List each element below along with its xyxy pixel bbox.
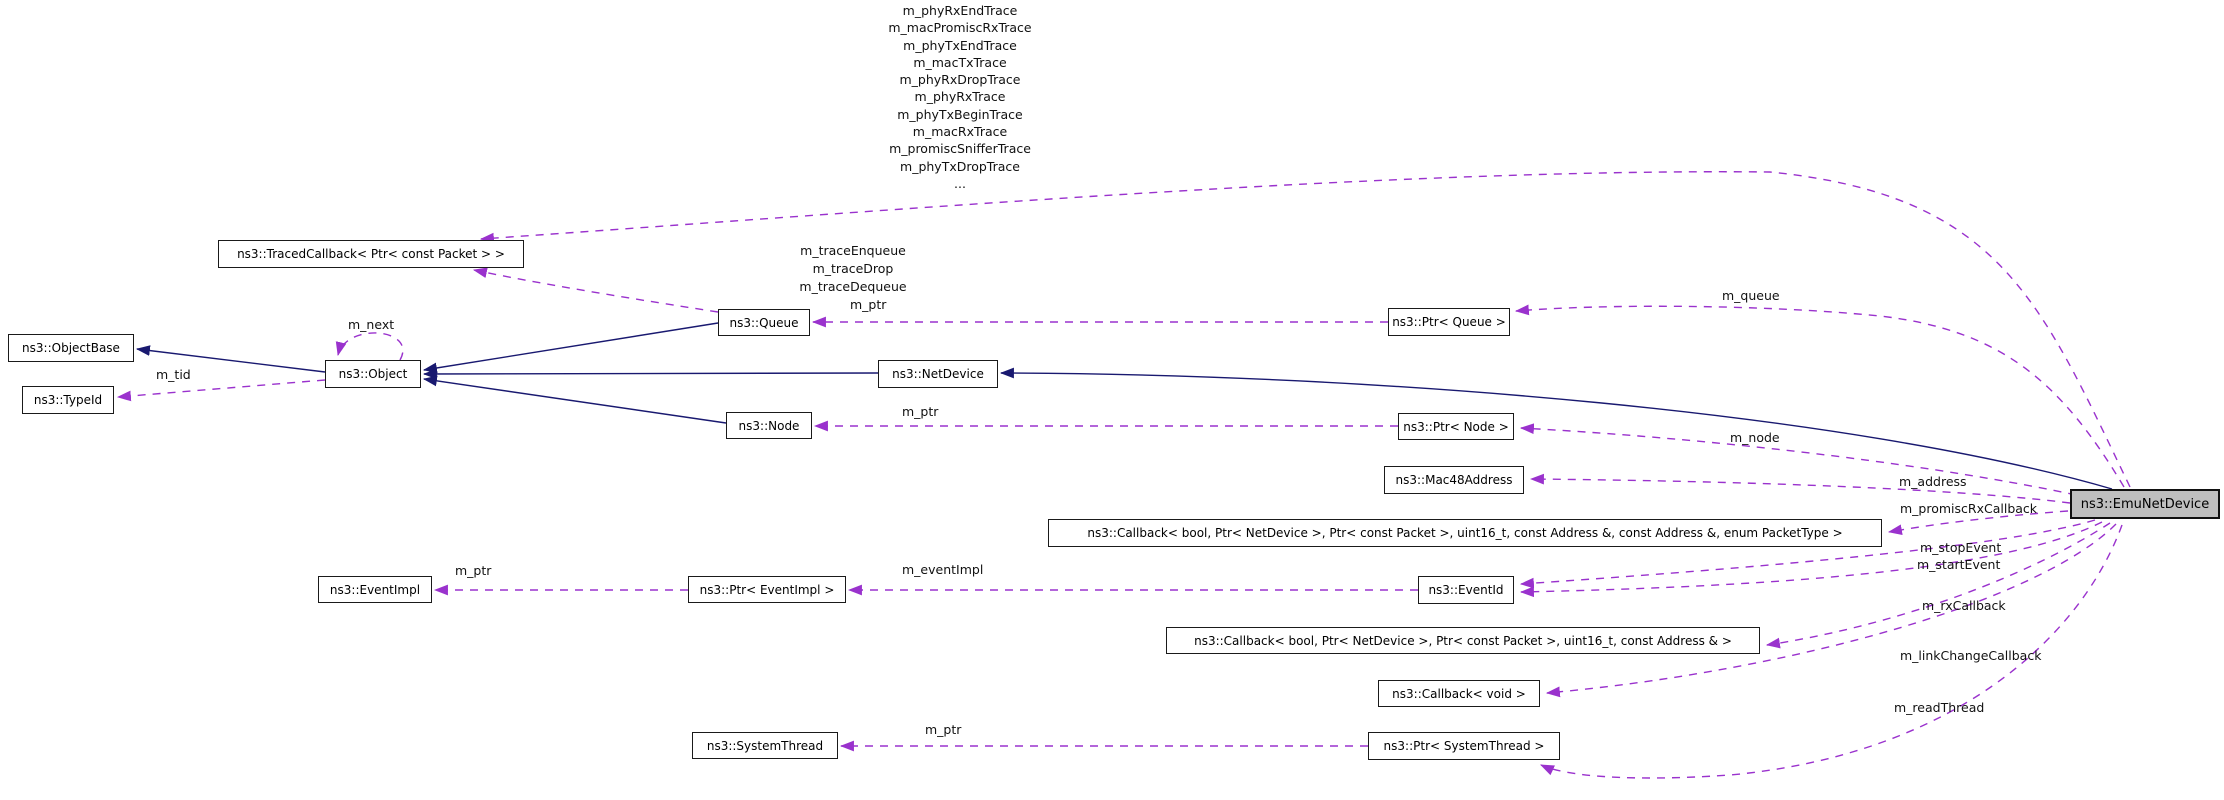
edge-object-to-typeid-m-tid (116, 379, 326, 402)
class-node-tracedcallback[interactable]: ns3::TracedCallback< Ptr< const Packet >… (218, 240, 524, 268)
edge-queue-to-object (422, 322, 719, 374)
edge-label-m-eventimpl: m_eventImpl (902, 562, 984, 577)
edge-label-m-next: m_next (348, 317, 395, 332)
edge-queue-to-tracedcallback (472, 267, 719, 313)
edge-label-m-linkchangecallback: m_linkChangeCallback (1900, 648, 2042, 663)
class-node-eventimpl[interactable]: ns3::EventImpl (318, 576, 432, 603)
edge-emunetdevice-to-callbackvoid-m-linkchangecallback (1545, 523, 2117, 698)
edge-label-m-stopevent: m_stopEvent (1920, 540, 2002, 555)
edge-label-m-readthread: m_readThread (1894, 700, 1985, 715)
edge-label-m-ptr-eventimpl: m_ptr (455, 563, 492, 578)
edge-label-m-ptr-queue: m_ptr (850, 297, 887, 312)
edge-label-m-queue: m_queue (1722, 288, 1780, 303)
edge-label-m-startevent: m_startEvent (1917, 557, 2001, 572)
edge-label-m-tid: m_tid (156, 367, 191, 382)
class-node-ptr-eventimpl[interactable]: ns3::Ptr< EventImpl > (688, 576, 846, 603)
class-node-ptr-queue[interactable]: ns3::Ptr< Queue > (1388, 308, 1510, 336)
edge-node-to-object (422, 375, 727, 424)
class-node-netdevice[interactable]: ns3::NetDevice (878, 360, 998, 388)
class-node-callback-rx[interactable]: ns3::Callback< bool, Ptr< NetDevice >, P… (1166, 627, 1760, 654)
edge-emunetdevice-to-netdevice (999, 367, 2113, 490)
class-node-systemthread[interactable]: ns3::SystemThread (692, 732, 838, 759)
class-node-callback-promisc[interactable]: ns3::Callback< bool, Ptr< NetDevice >, P… (1048, 519, 1882, 547)
class-node-typeid[interactable]: ns3::TypeId (22, 386, 114, 414)
edge-object-self-m-next (335, 332, 404, 361)
class-node-ptr-node[interactable]: ns3::Ptr< Node > (1398, 413, 1514, 440)
edge-label-m-ptr-node: m_ptr (902, 404, 939, 419)
class-node-object[interactable]: ns3::Object (325, 360, 421, 388)
edge-emunetdevice-to-mac48-m-address (1529, 473, 2071, 504)
edge-label-trace-list: m_phyRxEndTrace m_macPromiscRxTrace m_ph… (888, 3, 1032, 191)
edge-label-m-node: m_node (1730, 430, 1780, 445)
class-node-node[interactable]: ns3::Node (726, 412, 812, 439)
inheritance-edges (135, 322, 2113, 490)
edge-label-m-ptr-systemthread: m_ptr (925, 722, 962, 737)
edge-label-m-rxcallback: m_rxCallback (1922, 598, 2006, 613)
edge-netdevice-to-object (422, 368, 879, 380)
class-node-objectbase[interactable]: ns3::ObjectBase (8, 334, 134, 362)
edge-emunetdevice-to-ptrnode-m-node (1519, 423, 2077, 496)
class-node-callback-void[interactable]: ns3::Callback< void > (1378, 680, 1540, 707)
class-node-emunetdevice-main: ns3::EmuNetDevice (2070, 489, 2220, 519)
class-node-mac48address[interactable]: ns3::Mac48Address (1384, 466, 1524, 494)
class-node-eventid[interactable]: ns3::EventId (1418, 576, 1514, 604)
class-node-queue[interactable]: ns3::Queue (718, 309, 810, 336)
edge-emunetdevice-to-ptrqueue-m-queue (1514, 304, 2125, 488)
edge-label-m-address: m_address (1899, 474, 1967, 489)
class-node-ptr-systemthread[interactable]: ns3::Ptr< SystemThread > (1368, 732, 1560, 760)
edge-label-m-promiscrxcallback: m_promiscRxCallback (1900, 501, 2038, 516)
edge-label-trace-queue: m_traceEnqueue m_traceDrop m_traceDequeu… (799, 243, 907, 294)
